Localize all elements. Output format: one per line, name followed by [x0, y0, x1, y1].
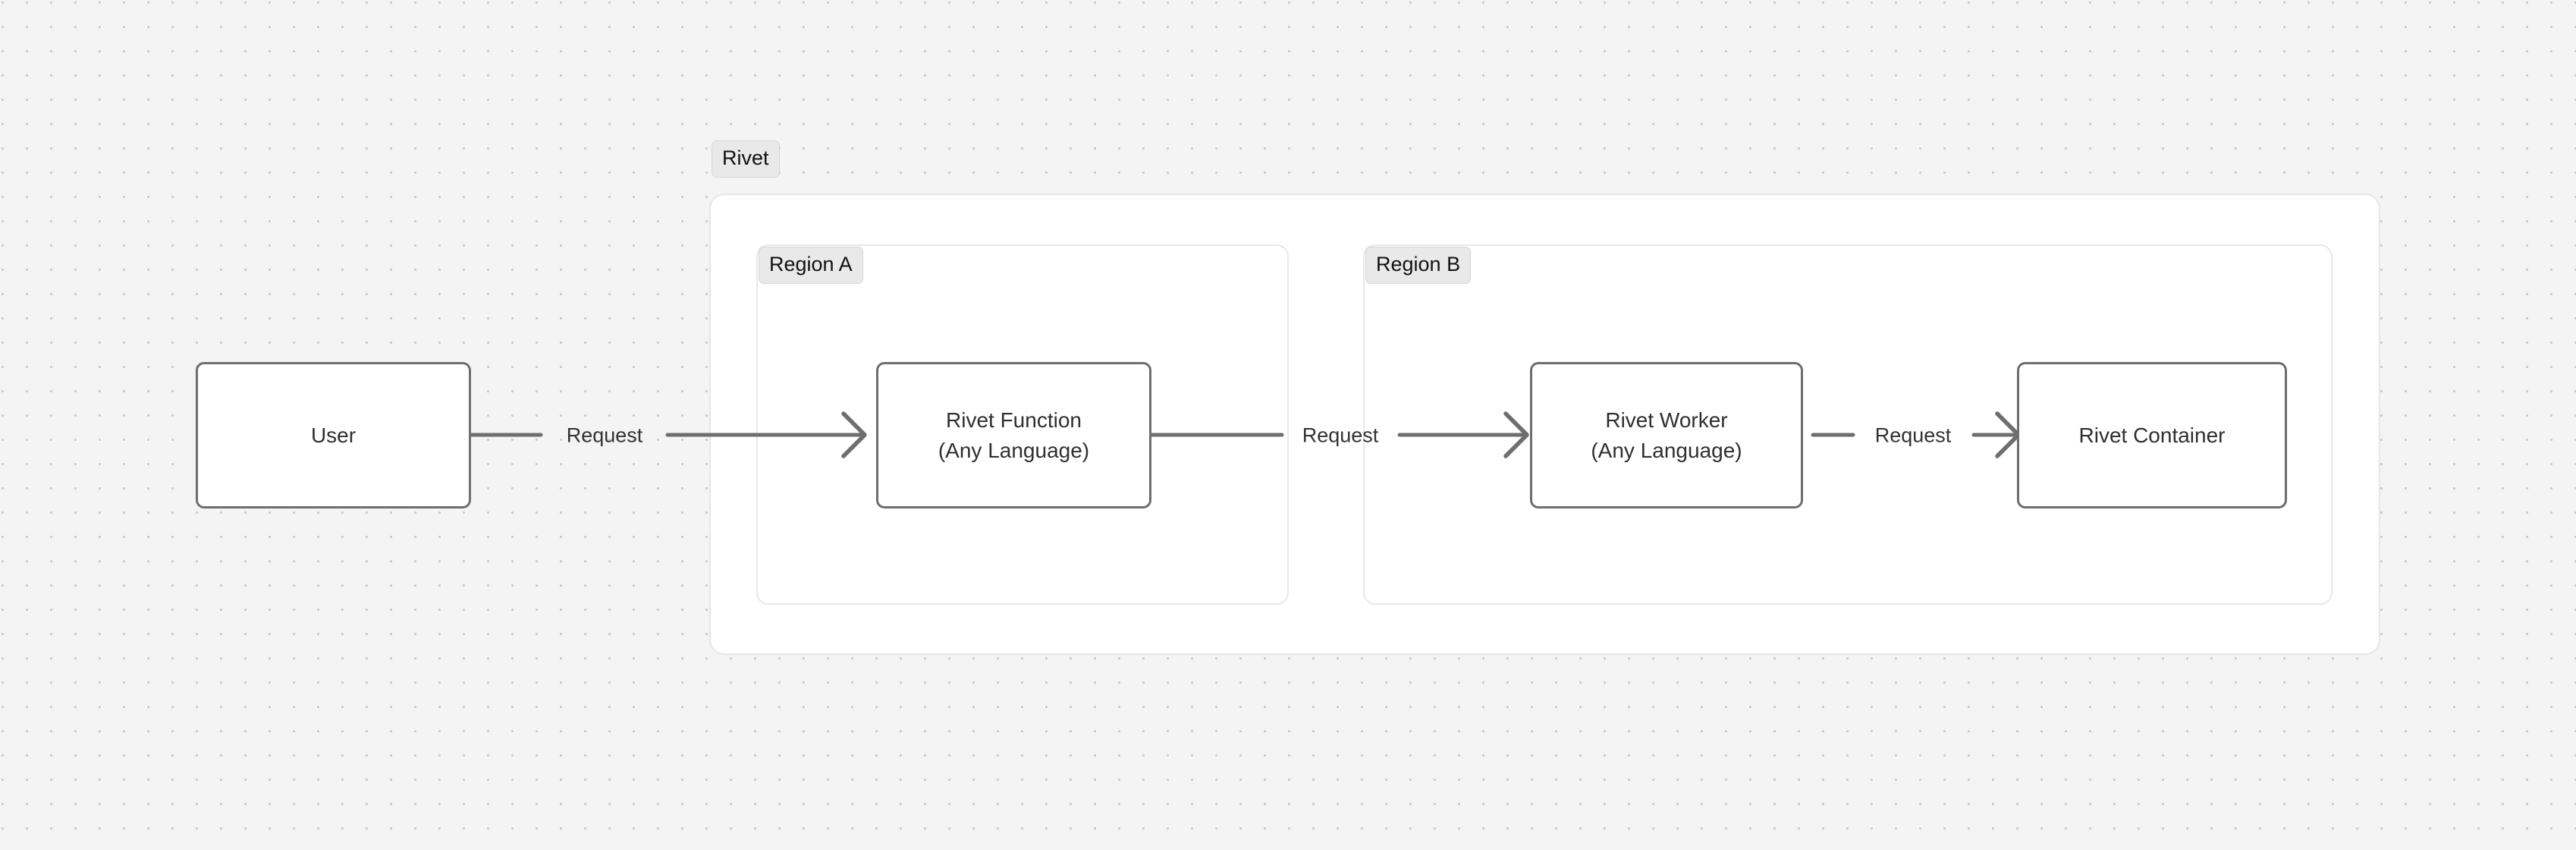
node-rivet-container-label: Rivet Container [2078, 423, 2226, 447]
group-rivet-label: Rivet [712, 140, 780, 178]
node-user[interactable]: User [196, 362, 471, 508]
node-rivet-worker[interactable]: Rivet Worker (Any Language) [1530, 362, 1803, 508]
node-rivet-worker-label: Rivet Worker (Any Language) [1591, 408, 1742, 462]
node-rivet-function-label: Rivet Function (Any Language) [938, 408, 1090, 462]
edge-label-function-to-worker: Request [1302, 423, 1379, 447]
node-rivet-container[interactable]: Rivet Container [2017, 362, 2287, 508]
group-region-b-label: Region B [1365, 247, 1472, 284]
edge-label-worker-to-container: Request [1874, 423, 1952, 447]
node-user-label: User [310, 423, 357, 447]
group-region-b[interactable] [1363, 244, 2333, 605]
group-region-a-label: Region A [759, 247, 863, 284]
node-rivet-function[interactable]: Rivet Function (Any Language) [876, 362, 1151, 508]
group-region-a[interactable] [756, 244, 1289, 605]
edge-label-user-to-function: Request [566, 423, 643, 447]
